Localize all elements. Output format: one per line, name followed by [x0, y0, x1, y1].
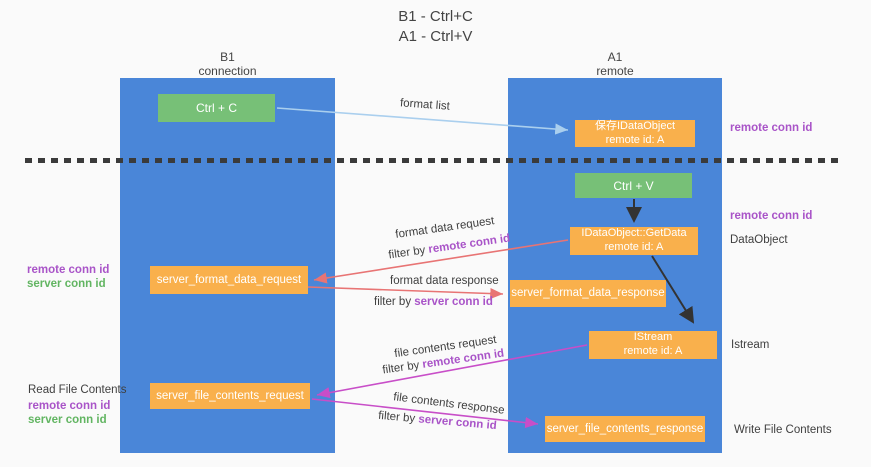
lifeline-b1-role: connection — [198, 64, 257, 79]
server-file-contents-request-box: server_file_contents_request — [150, 383, 310, 409]
server-conn-id-label-format: server conn id — [27, 278, 106, 290]
filter-key-server-conn-id: server conn id — [414, 296, 493, 308]
filter-prefix: filter by — [377, 409, 419, 426]
server-file-contents-response-label: server_file_contents_response — [546, 422, 704, 435]
format-data-response-filter-label: filter by server conn id — [374, 296, 493, 308]
filter-prefix: filter by — [381, 358, 424, 377]
istream-line1: IStream — [633, 331, 673, 344]
server-file-contents-response-box: server_file_contents_response — [545, 416, 705, 442]
istream-line2: remote id: A — [623, 345, 683, 357]
server-file-contents-request-label: server_file_contents_request — [156, 389, 304, 402]
format-data-response-arrow — [307, 286, 504, 300]
ctrl-v-box: Ctrl + V — [575, 173, 692, 198]
diagram-title: B1 - Ctrl+C A1 - Ctrl+V — [0, 7, 871, 48]
save-idataobject-line1: 保存IDataObject — [594, 119, 676, 132]
ctrl-c-box: Ctrl + C — [158, 94, 275, 122]
format-list-label: format list — [399, 97, 451, 113]
server-conn-id-label-file: server conn id — [28, 414, 107, 426]
remote-conn-id-label-save: remote conn id — [730, 122, 813, 134]
remote-conn-id-label-format: remote conn id — [27, 264, 110, 276]
ctrl-v-label: Ctrl + V — [613, 178, 654, 193]
save-idataobject-box: 保存IDataObject remote id: A — [575, 120, 695, 147]
server-format-data-response-box: server_format_data_response — [510, 280, 666, 307]
remote-conn-id-label-file: remote conn id — [28, 400, 111, 412]
lifeline-header-b1: B1 connection — [120, 50, 335, 79]
read-file-contents-label: Read File Contents — [28, 384, 127, 396]
filter-key-remote-conn-id: remote conn id — [427, 232, 511, 256]
dataobject-label: DataObject — [730, 234, 788, 246]
istream-box: IStream remote id: A — [589, 331, 717, 359]
getdata-line2: remote id: A — [604, 241, 664, 253]
idataobject-getdata-box: IDataObject::GetData remote id: A — [570, 227, 698, 255]
format-data-response-label: format data response — [390, 275, 499, 287]
getdata-line1: IDataObject::GetData — [581, 227, 687, 240]
title-line-1: B1 - Ctrl+C — [398, 8, 473, 25]
server-format-data-response-label: server_format_data_response — [511, 287, 665, 300]
title-line-2: A1 - Ctrl+V — [398, 28, 473, 46]
lifeline-b1-name: B1 — [220, 50, 235, 64]
phase-separator-dashed-line — [25, 158, 839, 163]
ctrl-c-label: Ctrl + C — [195, 101, 237, 115]
lifeline-a1-name: A1 — [607, 50, 623, 64]
lifeline-a1-role: remote — [596, 64, 634, 79]
server-format-data-request-box: server_format_data_request — [150, 266, 308, 294]
remote-conn-id-label-ctrlv: remote conn id — [730, 210, 813, 222]
filter-prefix: filter by — [387, 243, 430, 262]
lifeline-header-a1: A1 remote — [508, 50, 722, 79]
istream-side-label: Istream — [731, 339, 770, 351]
save-idataobject-line2: remote id: A — [605, 133, 665, 146]
write-file-contents-label: Write File Contents — [734, 424, 832, 436]
filter-key-server-conn-id: server conn id — [417, 413, 498, 433]
server-format-data-request-label: server_format_data_request — [156, 273, 302, 286]
filter-prefix: filter by — [374, 296, 415, 308]
